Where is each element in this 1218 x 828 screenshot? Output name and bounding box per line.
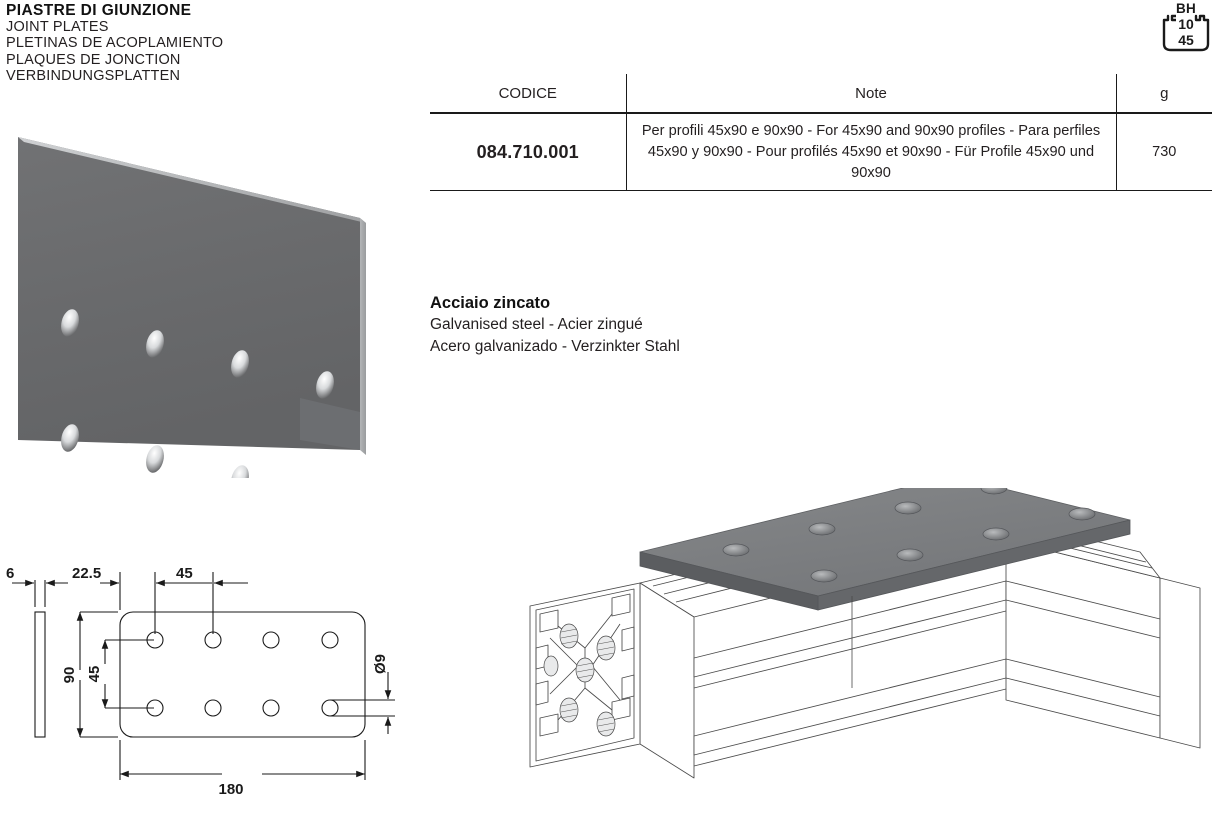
dim-label-edge: 22.5 <box>72 565 101 582</box>
dim-label-pitch-y: 45 <box>86 666 103 683</box>
dim-label-height: 90 <box>61 667 78 684</box>
product-note: Per profili 45x90 e 90x90 - For 45x90 an… <box>626 113 1117 191</box>
joint-plate-isometric-svg <box>18 137 366 478</box>
material-block: Acciaio zincato Galvanised steel - Acier… <box>430 292 910 358</box>
title-block: PIASTRE DI GIUNZIONE JOINT PLATES PLETIN… <box>6 2 426 85</box>
assembly-drawing <box>440 488 1218 826</box>
column-header-weight: g <box>1116 74 1212 114</box>
product-weight: 730 <box>1116 113 1212 191</box>
title-translation-de: VERBINDUNGSPLATTEN <box>6 68 181 85</box>
material-name-es-de: Acero galvanizado - Verzinkter Stahl <box>430 338 680 355</box>
badge-value-bottom: 45 <box>1178 32 1194 48</box>
table-header-row: CODICE Note g <box>430 74 1212 114</box>
dimension-drawing: 6 22.5 45 180 90 45 Ø9 <box>0 552 420 802</box>
column-header-code: CODICE <box>430 74 627 114</box>
page-title: PIASTRE DI GIUNZIONE <box>6 2 192 19</box>
title-translation-es: PLETINAS DE ACOPLAMIENTO <box>6 35 224 52</box>
column-header-note: Note <box>626 74 1117 114</box>
bh-profile-badge: BH 10 45 <box>1160 2 1212 54</box>
title-translation-fr: PLAQUES DE JONCTION <box>6 51 181 68</box>
title-translation-en: JOINT PLATES <box>6 19 109 35</box>
corner-assembly-svg <box>529 488 1201 779</box>
dim-label-length: 180 <box>218 781 243 798</box>
dim-label-hole-dia: Ø9 <box>372 654 389 674</box>
tslot-outline-icon <box>1162 14 1210 52</box>
product-render-3d <box>0 118 410 478</box>
badge-value-top: 10 <box>1178 16 1194 32</box>
joint-plate-dimension-svg: 6 22.5 45 180 90 45 Ø9 <box>6 565 395 798</box>
specification-table: CODICE Note g 084.710.001 Per profili 45… <box>430 74 1212 191</box>
table-row: 084.710.001 Per profili 45x90 e 90x90 - … <box>430 113 1212 191</box>
badge-label: BH <box>1175 1 1197 16</box>
material-name-en-fr: Galvanised steel - Acier zingué <box>430 316 643 333</box>
dim-label-thickness: 6 <box>6 565 14 582</box>
product-code: 084.710.001 <box>430 113 627 191</box>
dim-label-pitch-x: 45 <box>176 565 193 582</box>
mounted-joint-plate <box>639 488 1131 611</box>
material-name-it: Acciaio zincato <box>430 294 551 312</box>
